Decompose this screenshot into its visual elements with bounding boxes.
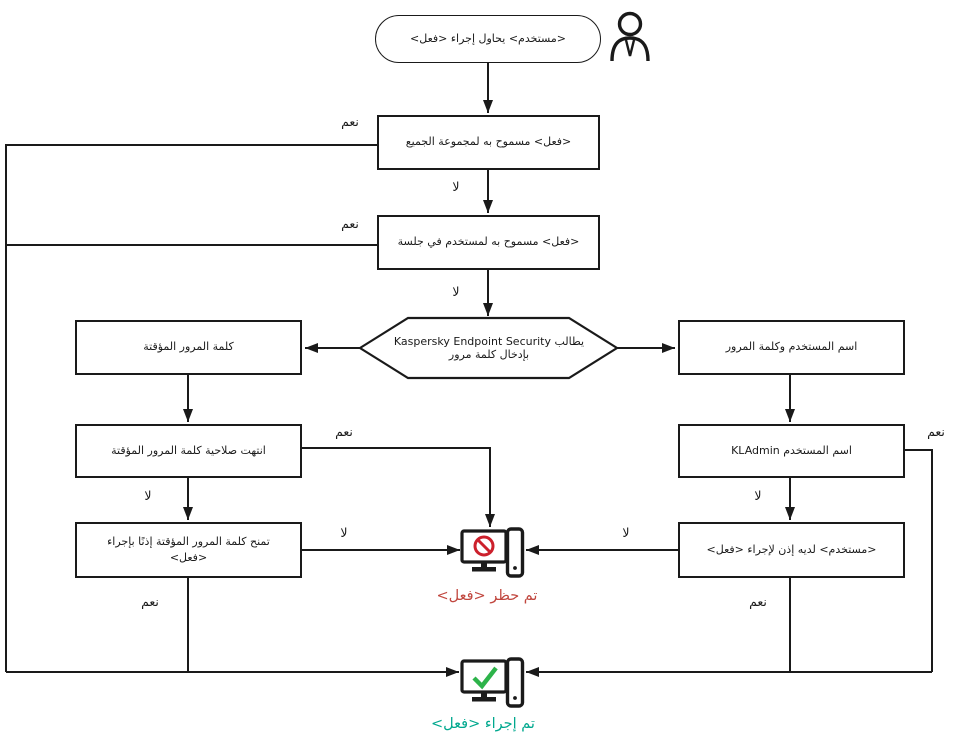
node-temporary-password-grants: تمنح كلمة المرور المؤقتة إذنًا بإجراء <ف…: [75, 522, 302, 578]
allowed-computer-icon: [460, 657, 525, 708]
edge-label-no-expired: لا: [144, 488, 152, 503]
node-kladmin-username: اسم المستخدم KLAdmin: [678, 424, 905, 478]
node-action-allowed-everyone: <فعل> مسموح به لمجموعة الجميع: [377, 115, 600, 170]
checkmark-icon: [472, 666, 498, 690]
performed-outcome-label: تم إجراء <فعل>: [431, 716, 535, 732]
node-kes-password-prompt: يطالب Kaspersky Endpoint Security بإدخال…: [393, 335, 585, 361]
node-temporary-password: كلمة المرور المؤقتة: [75, 320, 302, 375]
prohibition-icon: [473, 535, 495, 557]
edge-label-yes-user-permission: نعم: [749, 594, 767, 609]
edge-label-yes-kladmin: نعم: [927, 424, 945, 439]
edge-label-yes-session: نعم: [341, 216, 359, 231]
edge-label-no-session: لا: [452, 284, 460, 299]
edge-label-no-kladmin: لا: [754, 488, 762, 503]
decision-hexagon: [357, 316, 620, 380]
node-username-password: اسم المستخدم وكلمة المرور: [678, 320, 905, 375]
node-action-allowed-session: <فعل> مسموح به لمستخدم في جلسة: [377, 215, 600, 270]
user-icon: [610, 11, 650, 62]
edge-label-no-everyone: لا: [452, 179, 460, 194]
start-node: <مستخدم> يحاول إجراء <فعل>: [375, 15, 601, 63]
edge-label-no-user-permission: لا: [622, 525, 630, 540]
blocked-computer-icon: [460, 527, 525, 578]
edge-label-yes-expired: نعم: [335, 424, 353, 439]
blocked-outcome-label: تم حظر <فعل>: [436, 588, 538, 604]
connectors: [5, 63, 933, 677]
node-user-has-permission: <مستخدم> لديه إذن لإجراء <فعل>: [678, 522, 905, 578]
edge-label-yes-everyone: نعم: [341, 114, 359, 129]
edge-label-no-temp-grants: لا: [340, 525, 348, 540]
edge-label-yes-temp-grants: نعم: [141, 594, 159, 609]
node-temporary-password-expired: انتهت صلاحية كلمة المرور المؤقتة: [75, 424, 302, 478]
